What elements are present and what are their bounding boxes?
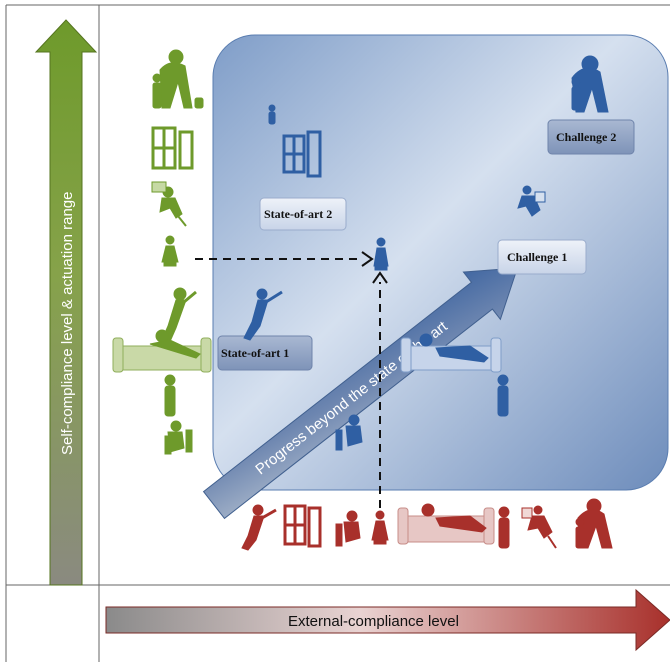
- dashed-arrow-head-up: [372, 271, 388, 284]
- state-of-art-1-box: State-of-art 1: [217, 335, 313, 371]
- x-axis-label: External-compliance level: [288, 613, 459, 630]
- challenge-2-box: Challenge 2: [547, 119, 635, 155]
- svg-text:State-of-art 2: State-of-art 2: [264, 207, 332, 221]
- red-standing-icon: [498, 506, 510, 549]
- blue-seated-icon: [335, 414, 363, 451]
- green-seated-icon: [164, 420, 193, 455]
- green-child-icon: [161, 235, 179, 267]
- red-adult-child-icon: [575, 498, 613, 549]
- blue-sofa-icon: [400, 333, 502, 373]
- red-child-icon: [371, 510, 389, 545]
- red-pushing-icon: [241, 504, 277, 551]
- red-sofa-icon: [397, 503, 495, 545]
- challenge-1-box: Challenge 1: [497, 239, 587, 275]
- frame-lines: [5, 4, 670, 662]
- blue-pushing-icon: [243, 288, 283, 341]
- green-desk-worker-icon: [151, 181, 187, 227]
- dashed-arrows: [195, 258, 381, 508]
- blue-small-child-icon: [268, 104, 276, 125]
- blue-adult-child-icon: [571, 55, 609, 113]
- green-door-icon: [151, 126, 194, 170]
- svg-text:State-of-art 1: State-of-art 1: [221, 346, 289, 360]
- green-standing-icon: [164, 374, 176, 417]
- blue-standing-icon: [497, 374, 509, 417]
- y-axis-label: Self-compliance level & actuation range: [59, 192, 76, 455]
- x-axis-arrow: External-compliance level: [105, 588, 670, 652]
- red-seated-icon: [335, 510, 361, 547]
- blue-figures: [243, 55, 609, 451]
- blue-desk-worker-icon: [517, 185, 546, 217]
- green-figures: [112, 49, 212, 455]
- y-axis-arrow: Self-compliance level & actuation range: [34, 19, 98, 586]
- green-sofa-icon: [112, 329, 212, 373]
- blue-child-icon: [373, 237, 389, 271]
- red-figures: [241, 498, 613, 551]
- red-door-icon: [283, 504, 322, 548]
- red-desk-worker-icon: [521, 505, 557, 549]
- blue-door-icon: [282, 130, 322, 178]
- dashed-arrow-head-right: [361, 251, 374, 267]
- green-adult-child-icon: [152, 49, 204, 109]
- svg-text:Challenge 2: Challenge 2: [556, 130, 616, 144]
- svg-text:Challenge 1: Challenge 1: [507, 250, 567, 264]
- state-of-art-2-box: State-of-art 2: [259, 197, 347, 231]
